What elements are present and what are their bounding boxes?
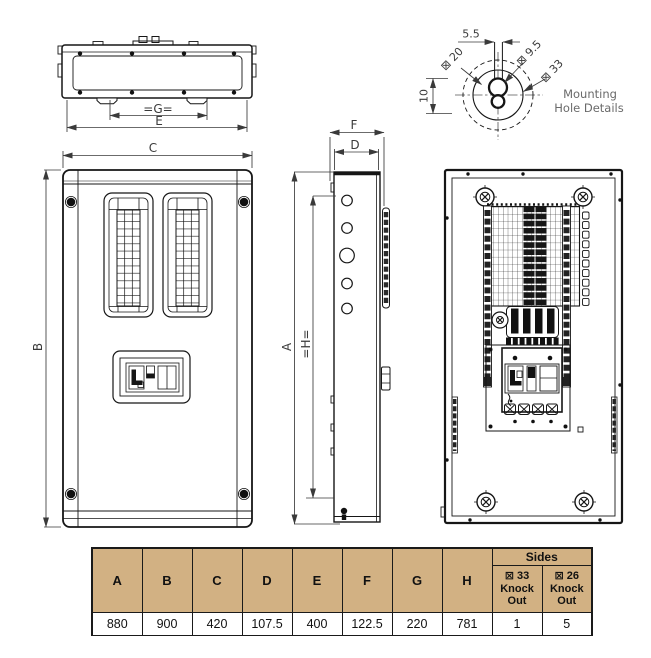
value-h: 781 (441, 612, 493, 636)
side-bottom-bolt (340, 507, 348, 515)
col-header-e: E (291, 547, 343, 613)
front-view (62, 169, 253, 528)
col-header-f: F (341, 547, 393, 613)
value-knockout-26: 5 (541, 612, 593, 636)
dim-label-slot-width: 5.5 (462, 27, 480, 41)
sidewall-knockout-strips (451, 396, 618, 454)
dim-label-c: C (148, 141, 158, 155)
dim-label-e: E (155, 114, 163, 128)
value-b: 900 (141, 612, 193, 636)
main-breaker-window (112, 350, 191, 404)
value-d: 107.5 (241, 612, 293, 636)
top-view (57, 36, 257, 105)
dim-label-h: =H= (299, 329, 313, 359)
value-c: 420 (191, 612, 243, 636)
mounting-washer-bottom-left (474, 490, 498, 514)
mounting-caption-line2: Hole Details (554, 101, 624, 115)
col-header-b: B (141, 547, 193, 613)
dim-label-g: =G= (143, 102, 173, 116)
side-view (330, 171, 391, 523)
value-knockout-33: 1 (491, 612, 543, 636)
value-g: 220 (391, 612, 443, 636)
mccb-main-breaker (485, 344, 584, 433)
din-rail-left (483, 205, 492, 388)
dim-label-a: A (280, 342, 294, 352)
col-header-c: C (191, 547, 243, 613)
mounting-washer-top-left (473, 185, 497, 209)
col-header-d: D (241, 547, 293, 613)
dim-label-offset-10: 10 (417, 89, 431, 103)
louver-window-right (162, 192, 213, 318)
dimension-lines (43, 39, 546, 528)
table-header-row: A B C D E F G H Sides (91, 547, 593, 613)
rim-screws (445, 172, 622, 522)
value-f: 122.5 (341, 612, 393, 636)
knockout-squares-column (582, 211, 590, 306)
mid-washer (491, 311, 509, 329)
mounting-washer-bottom-right (572, 490, 596, 514)
col-header-a: A (91, 547, 143, 613)
mounting-hole-detail (455, 42, 543, 140)
dimension-table: A B C D E F G H Sides ⊠ 33 Knock Out ⊠ 2… (91, 547, 594, 636)
mounting-caption-line1: Mounting (563, 87, 617, 101)
internal-view (440, 168, 624, 525)
col-header-sides: Sides (491, 547, 593, 566)
din-rail-right (562, 205, 571, 388)
mounting-washer-top-right (571, 185, 595, 209)
col-header-knockout-26: ⊠ 26 Knock Out (541, 565, 593, 613)
top-view-screws (77, 51, 237, 95)
value-a: 880 (91, 612, 143, 636)
dim-label-f: F (350, 118, 358, 132)
louver-window-left (103, 192, 154, 318)
side-knockout-circles (339, 194, 355, 315)
front-view-screws (65, 195, 250, 500)
value-e: 400 (291, 612, 343, 636)
dim-label-d: D (350, 138, 360, 152)
table-values-row: 880 900 420 107.5 400 122.5 220 781 1 5 (91, 612, 593, 636)
col-header-knockout-33: ⊠ 33 Knock Out (491, 565, 543, 613)
dim-label-b: B (31, 342, 45, 352)
col-header-g: G (391, 547, 443, 613)
col-header-h: H (441, 547, 493, 613)
table-subheader-row: ⊠ 33 Knock Out ⊠ 26 Knock Out (92, 565, 593, 613)
